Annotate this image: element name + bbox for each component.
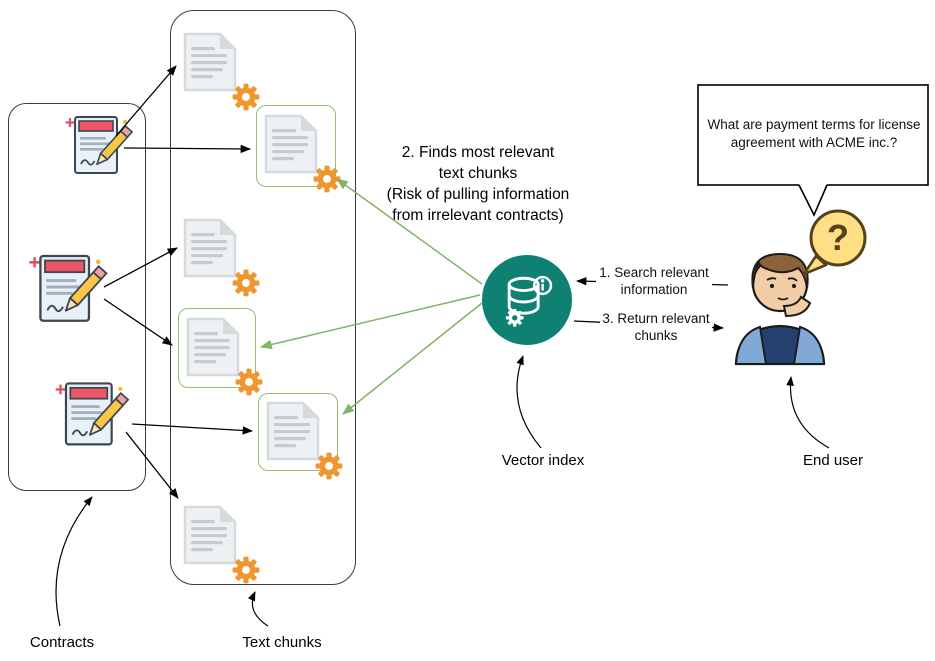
annotation-line: 2. Finds most relevant xyxy=(401,144,555,161)
question-mark: ? xyxy=(827,217,849,258)
gear-icon xyxy=(235,368,263,396)
annotation-line: (Risk of pulling information xyxy=(386,186,570,203)
gear-icon xyxy=(232,83,260,111)
label-text-chunks: Text chunks xyxy=(242,634,322,651)
speech-bubble xyxy=(697,84,929,217)
annotation-search-relevant-information: 1. Search relevant information xyxy=(596,264,712,298)
text-chunk-icon xyxy=(183,218,260,297)
text-chunk-icon xyxy=(266,401,343,480)
pointer-contracts-label xyxy=(55,496,93,627)
pointer-end-user-label xyxy=(786,376,830,449)
label-end-user: End user xyxy=(802,452,864,469)
text-chunk-icon xyxy=(264,114,341,193)
contract-icon xyxy=(54,378,130,452)
label-contracts: Contracts xyxy=(29,634,95,651)
contract-icon xyxy=(28,250,108,329)
annotation-line: from irrelevant contracts) xyxy=(392,207,564,224)
database-icon xyxy=(504,275,553,329)
gear-icon xyxy=(313,165,341,193)
pointer-text-chunks-label xyxy=(247,591,269,627)
text-chunk-icon xyxy=(183,32,260,111)
annotation-line: text chunks xyxy=(438,165,518,182)
contract-icon xyxy=(64,112,134,180)
annotation-return-relevant-chunks: 3. Return relevant chunks xyxy=(600,310,712,344)
gear-icon xyxy=(232,556,260,584)
gear-icon xyxy=(232,269,260,297)
pointer-vector-index-label xyxy=(516,355,542,449)
arrow-index-to-chunk5 xyxy=(342,302,483,415)
gear-icon xyxy=(315,452,343,480)
annotation-find-relevant-chunks: 2. Finds most relevant text chunks (Risk… xyxy=(352,142,604,226)
vector-index-node xyxy=(482,255,572,345)
question-thought-bubble-icon: ? xyxy=(798,206,880,286)
text-chunk-icon xyxy=(183,505,260,584)
text-chunks-container xyxy=(170,10,356,585)
label-vector-index: Vector index xyxy=(501,452,585,469)
text-chunk-icon xyxy=(186,317,263,396)
speech-bubble-text: What are payment terms for license agree… xyxy=(707,117,921,150)
